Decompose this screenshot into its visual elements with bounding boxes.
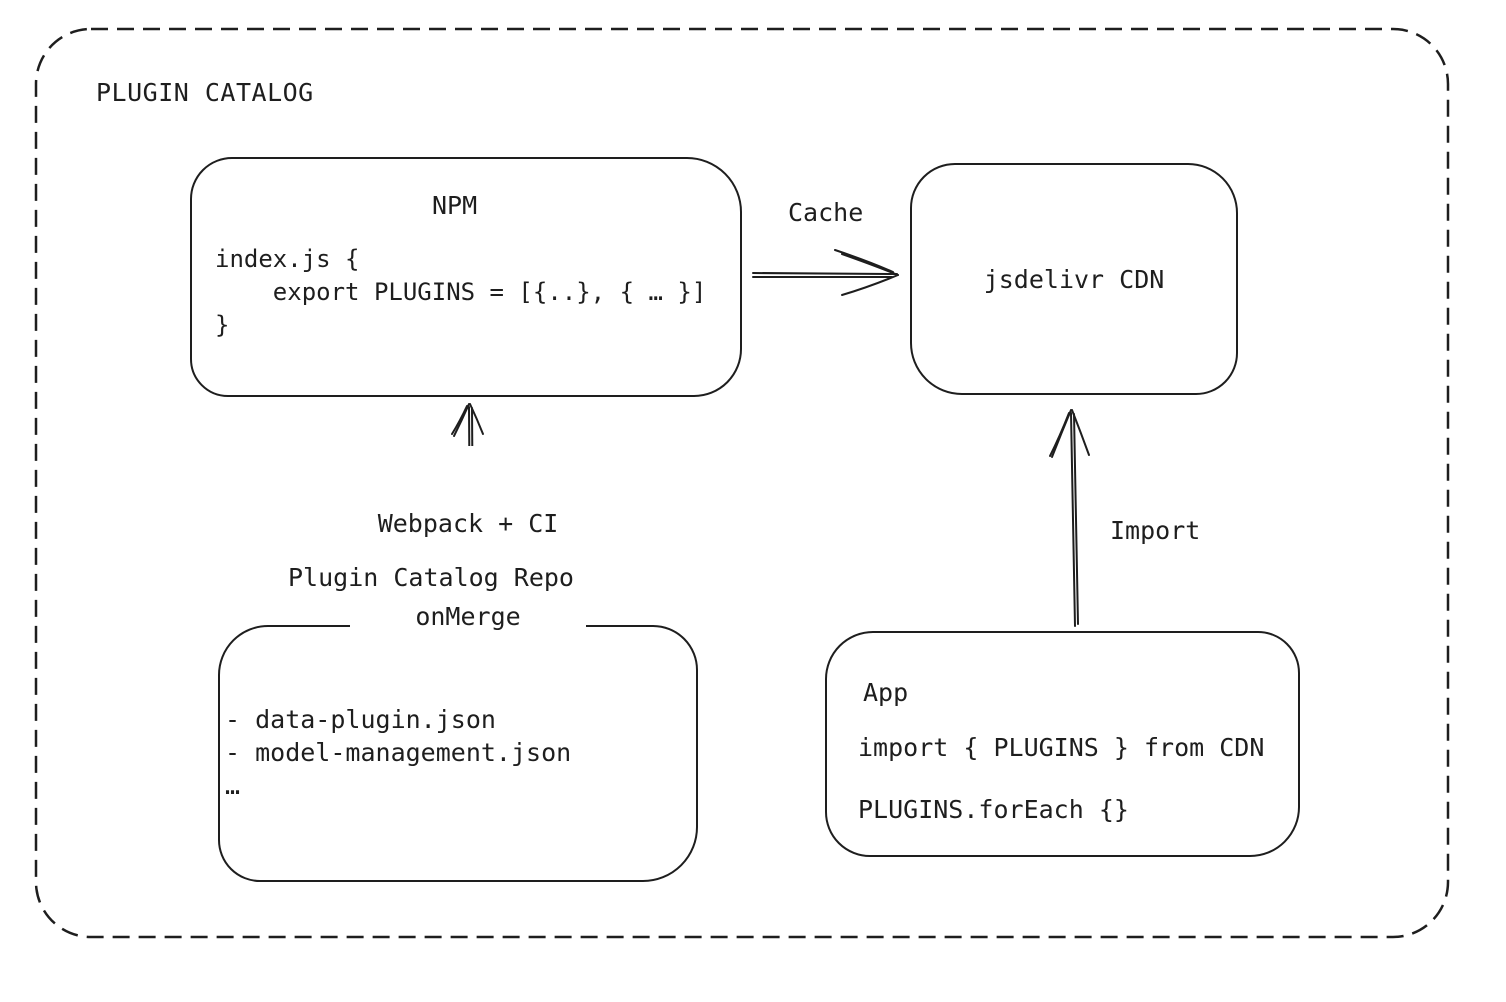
cache-arrow-label: Cache — [788, 198, 864, 227]
build-arrow-label-line1: Webpack + CI — [377, 509, 559, 538]
app-code-line: PLUGINS.forEach {} — [858, 795, 1129, 824]
diagram-title: PLUGIN CATALOG — [96, 78, 314, 107]
app-code-line: import { PLUGINS } from CDN — [858, 733, 1265, 762]
build-arrow-label-line2: onMerge — [415, 602, 521, 631]
app-node-title: App — [863, 678, 909, 707]
npm-code-line: export PLUGINS = [{..}, { … }] — [215, 278, 707, 306]
catalog-boundary-border — [34, 27, 1450, 939]
npm-code-line: index.js { — [215, 245, 360, 273]
npm-code-block: index.js { export PLUGINS = [{..}, { … }… — [215, 243, 706, 342]
cache-arrow — [752, 249, 899, 296]
import-arrow — [1049, 409, 1090, 627]
build-arrow-label: Webpack + CI onMerge — [350, 446, 586, 698]
npm-node-title: NPM — [432, 191, 478, 220]
repo-file-item: - data-plugin.json — [225, 705, 496, 734]
repo-file-list: - data-plugin.json - model-management.js… — [225, 703, 571, 802]
app-node: App import { PLUGINS } from CDN PLUGINS.… — [825, 631, 1300, 857]
repo-node-title: Plugin Catalog Repo — [288, 563, 574, 592]
repo-file-item: … — [225, 771, 241, 800]
npm-code-line: } — [215, 311, 230, 339]
jsdelivr-cdn-label: jsdelivr CDN — [983, 264, 1165, 294]
import-arrow-label: Import — [1110, 516, 1201, 545]
repo-file-item: - model-management.json — [225, 738, 572, 767]
jsdelivr-cdn-node: jsdelivr CDN — [910, 163, 1238, 395]
npm-node: NPM index.js { export PLUGINS = [{..}, {… — [190, 157, 742, 397]
